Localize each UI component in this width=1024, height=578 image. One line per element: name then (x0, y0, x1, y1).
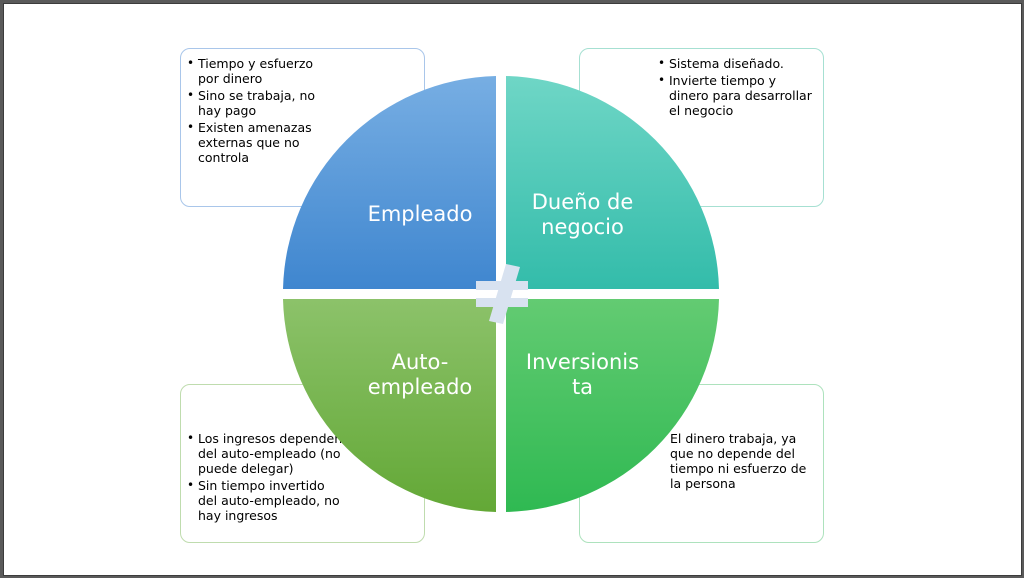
not-equal-icon (476, 264, 528, 324)
label-line: ta (571, 375, 594, 399)
quadrant-inversionista (506, 299, 719, 512)
text-inversionista: El dinero trabaja, ya que no depende del… (670, 431, 807, 491)
bullet-item: Los ingresos dependen del auto-empleado … (186, 431, 346, 476)
bullet-item: Sino se trabaja, no hay pago (186, 88, 326, 118)
bullets-dueno: Sistema diseñado. Invierte tiempo y dine… (657, 56, 817, 120)
bullet-item: Existen amenazas externas que no control… (186, 120, 326, 165)
bullet-item: Invierte tiempo y dinero para desarrolla… (657, 73, 817, 118)
bullet-item: Tiempo y esfuerzo por dinero (186, 56, 326, 86)
label-autoempleado: Auto- empleado (350, 350, 490, 400)
label-empleado: Empleado (350, 202, 490, 227)
label-line: Auto- (391, 350, 449, 374)
quadrant-autoempleado (283, 299, 496, 512)
bullet-item: Sin tiempo invertido del auto-empleado, … (186, 478, 346, 523)
label-line: Inversionis (525, 350, 640, 374)
quadrant-empleado (283, 76, 496, 289)
label-inversionista: Inversionis ta (515, 350, 650, 400)
label-line: empleado (367, 375, 473, 399)
label-dueno: Dueño de negocio (515, 190, 650, 240)
label-line: Empleado (367, 202, 473, 226)
quadrant-dueno (506, 76, 719, 289)
bullets-autoempleado: Los ingresos dependen del auto-empleado … (186, 431, 346, 525)
bullets-empleado: Tiempo y esfuerzo por dinero Sino se tra… (186, 56, 326, 167)
label-line: negocio (541, 215, 624, 239)
label-line: Dueño de (531, 190, 634, 214)
bullet-item: Sistema diseñado. (657, 56, 817, 71)
